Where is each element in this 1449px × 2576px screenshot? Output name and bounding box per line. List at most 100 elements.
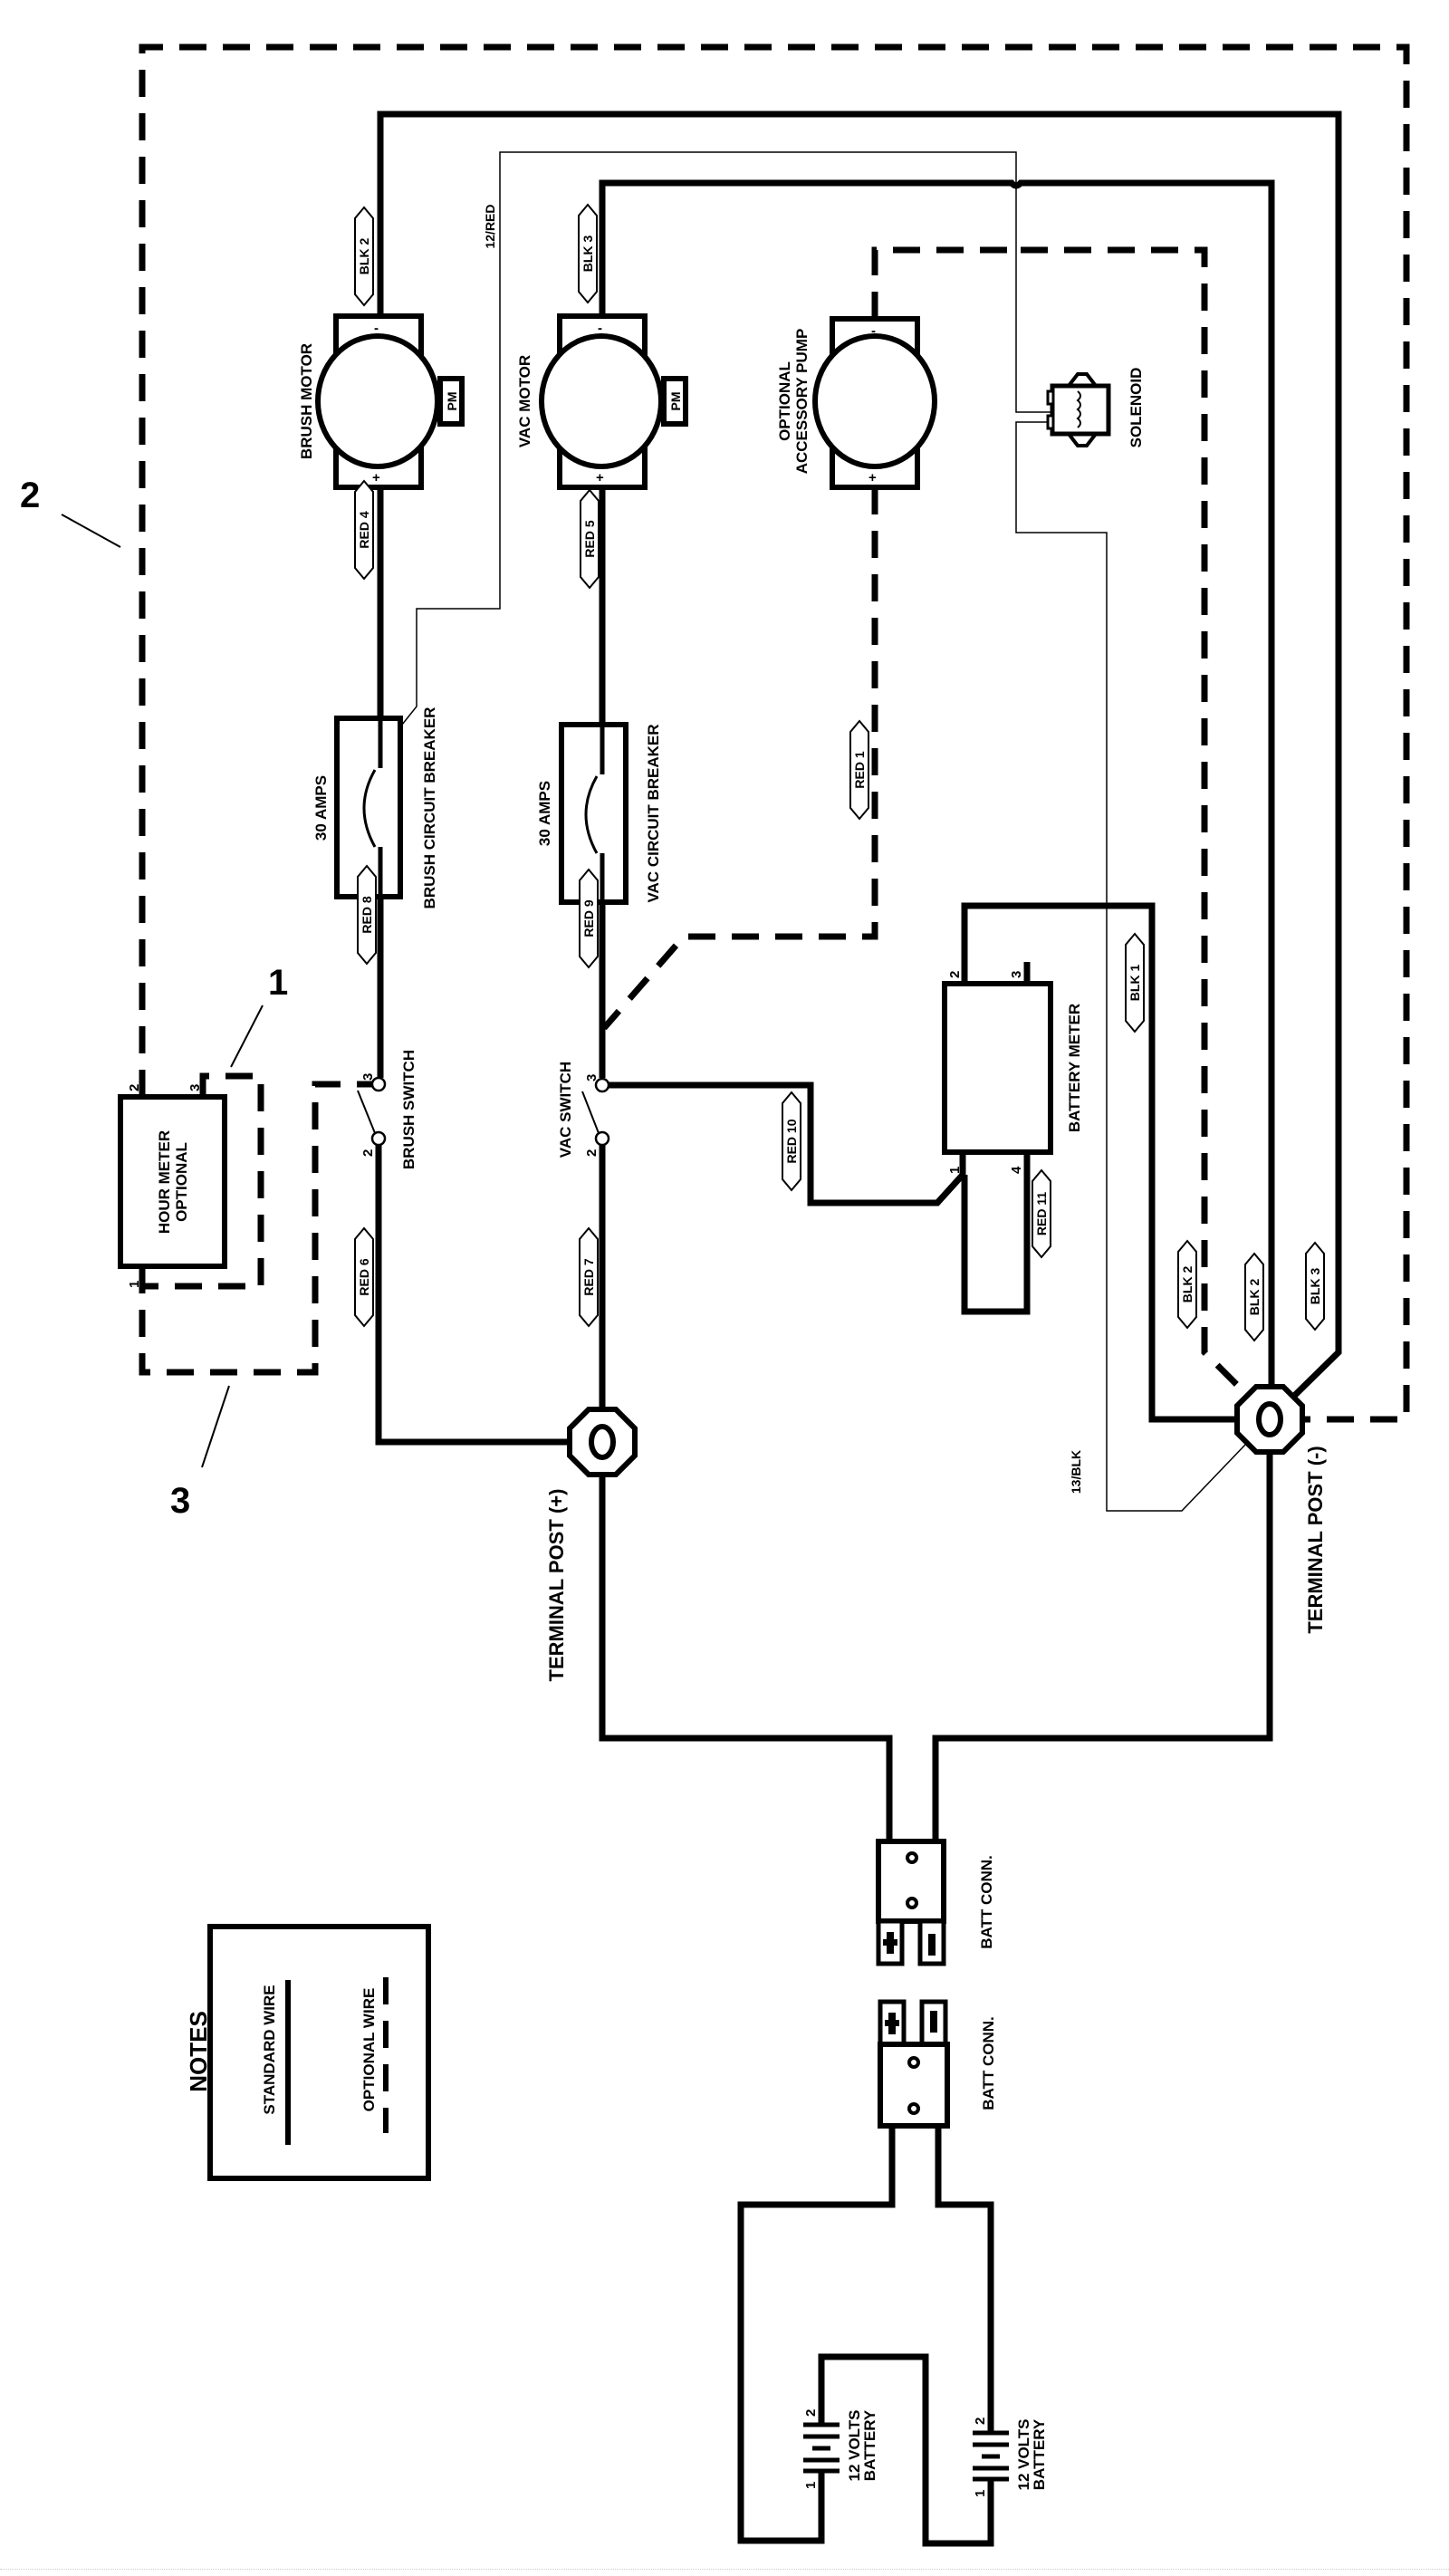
callout-leader-3 [201, 1385, 230, 1468]
battery-1: 2 1 12 VOLTS BATTERY [803, 2409, 878, 2489]
optional-accessory-pump: - + OPTIONAL ACCESSORY PUMP [776, 316, 937, 490]
svg-text:PM: PM [445, 392, 459, 411]
svg-text:BLK 3: BLK 3 [581, 235, 595, 273]
notes-legend: NOTES STANDARD WIRE OPTIONAL WIRE [185, 1924, 431, 2181]
svg-text:BATT CONN.: BATT CONN. [980, 2016, 997, 2110]
callout-1: 1 [268, 963, 288, 1003]
svg-text:BLK 2: BLK 2 [1180, 1266, 1195, 1303]
wire-optional-red1 [601, 487, 878, 1031]
wire-batt-right [935, 2126, 994, 2433]
svg-text:30 AMPS: 30 AMPS [536, 781, 553, 846]
svg-text:RED 6: RED 6 [357, 1258, 371, 1295]
svg-text:BRUSH CIRCUIT BREAKER: BRUSH CIRCUIT BREAKER [421, 707, 438, 909]
wire-tag-red9: RED 9 [579, 868, 599, 969]
wire-tags: BLK 2 BLK 3 RED 4 RED 5 RED 1 RED 8 RED 9 BLK 1… [354, 203, 1325, 1494]
vac-motor: PM - + VAC MOTOR [516, 313, 688, 490]
svg-text:OPTIONAL WIRE: OPTIONAL WIRE [360, 1988, 378, 2112]
svg-text:BLK 2: BLK 2 [357, 238, 371, 275]
svg-text:TERMINAL POST (-): TERMINAL POST (-) [1304, 1446, 1327, 1633]
svg-text:TERMINAL POST (+): TERMINAL POST (+) [545, 1489, 568, 1682]
svg-text:2: 2 [127, 1084, 142, 1091]
wire-tag-red1: RED 1 [849, 719, 869, 821]
wire-optional-hour-meter-pin3 [142, 1072, 264, 1290]
svg-text:2: 2 [973, 2417, 988, 2425]
wire-tag-blk2-std: BLK 2 [1244, 1252, 1264, 1342]
svg-text:BRUSH SWITCH: BRUSH SWITCH [400, 1050, 417, 1169]
svg-text:RED 9: RED 9 [581, 899, 596, 937]
wire-blk2-brush-neg [377, 111, 1342, 1402]
svg-text:BLK 3: BLK 3 [1308, 1268, 1322, 1305]
solenoid: SOLENOID [1046, 368, 1145, 448]
svg-text:BATT CONN.: BATT CONN. [978, 1855, 995, 1949]
wire-tag-red11: RED 11 [1032, 1168, 1051, 1259]
wire-tag-red7: RED 7 [579, 1226, 599, 1328]
brush-motor-label: BRUSH MOTOR [298, 343, 315, 459]
svg-text:3: 3 [1009, 971, 1024, 978]
wire-tag-blk2-opt: BLK 2 [1177, 1239, 1197, 1330]
wire-label-blk-13: 13/BLK [1069, 1450, 1083, 1494]
svg-text:PM: PM [668, 392, 683, 411]
callout-leader-1 [230, 1004, 264, 1068]
hour-meter: 2 3 1 HOUR METER OPTIONAL [118, 1078, 227, 1288]
svg-text:OPTIONAL: OPTIONAL [776, 361, 793, 441]
svg-text:3: 3 [187, 1084, 203, 1091]
svg-text:2: 2 [947, 971, 963, 978]
svg-text:SOLENOID: SOLENOID [1128, 368, 1145, 448]
brush-motor: PM - + BRUSH MOTOR [298, 313, 465, 490]
svg-text:-: - [598, 321, 602, 336]
wire-pos-to-conn [599, 1475, 893, 1841]
wire-tag-red5: RED 5 [580, 488, 600, 590]
callout-leader-2 [61, 514, 121, 548]
svg-text:30 AMPS: 30 AMPS [312, 775, 330, 841]
svg-text:1: 1 [127, 1281, 142, 1288]
vac-circuit-breaker: 30 AMPS VAC CIRCUIT BREAKER [536, 722, 662, 905]
page-edge [0, 2569, 1449, 2570]
svg-text:ACCESSORY PUMP: ACCESSORY PUMP [793, 329, 811, 475]
wire-red6 [375, 1145, 570, 1446]
svg-text:2: 2 [803, 2409, 819, 2417]
wire-batt-link [818, 2353, 994, 2547]
svg-text:VAC SWITCH: VAC SWITCH [557, 1062, 574, 1158]
terminal-post-negative: TERMINAL POST (-) [1234, 1384, 1327, 1634]
wire-tag-blk1: BLK 1 [1125, 932, 1145, 1033]
svg-text:RED 7: RED 7 [581, 1258, 596, 1295]
svg-text:1: 1 [947, 1167, 963, 1174]
svg-text:BATTERY: BATTERY [861, 2409, 878, 2481]
svg-text:+: + [372, 470, 380, 485]
vac-motor-label: VAC MOTOR [516, 355, 533, 447]
svg-text:2: 2 [584, 1149, 600, 1157]
callout-3: 3 [170, 1481, 190, 1521]
brush-switch: 3 2 BRUSH SWITCH [357, 1050, 417, 1169]
wire-label-red-12: 12/RED [483, 204, 497, 248]
svg-text:3: 3 [584, 1074, 600, 1081]
svg-text:1: 1 [973, 2490, 988, 2497]
svg-text:BATTERY: BATTERY [1031, 2418, 1048, 2490]
terminal-post-positive: TERMINAL POST (+) [545, 1407, 638, 1682]
svg-text:-: - [374, 321, 379, 336]
svg-text:RED 11: RED 11 [1034, 1192, 1049, 1235]
svg-text:RED 8: RED 8 [360, 896, 374, 933]
vac-switch: 3 2 VAC SWITCH [557, 1062, 610, 1158]
wire-optional-hour-meter-outer [139, 43, 1410, 1423]
wire-red10 [609, 1081, 966, 1206]
svg-text:RED 10: RED 10 [784, 1119, 799, 1163]
wire-tag-red6: RED 6 [354, 1226, 374, 1328]
svg-text:RED 1: RED 1 [852, 751, 867, 788]
wire-tag-blk3-top: BLK 3 [578, 203, 598, 304]
svg-text:+: + [596, 470, 604, 485]
svg-text:STANDARD WIRE: STANDARD WIRE [261, 1985, 278, 2114]
wire-tag-blk2-top: BLK 2 [354, 206, 374, 307]
svg-text:12 VOLTS: 12 VOLTS [1015, 2418, 1032, 2490]
battery-2: 2 1 12 VOLTS BATTERY [973, 2417, 1048, 2497]
svg-text:RED 4: RED 4 [357, 511, 371, 548]
wire-12-red [379, 151, 1052, 753]
wire-tag-red8: RED 8 [357, 864, 377, 966]
svg-text:2: 2 [360, 1149, 376, 1157]
notes-title: NOTES [185, 2011, 212, 2092]
svg-text:OPTIONAL: OPTIONAL [173, 1142, 190, 1222]
svg-text:BLK 1: BLK 1 [1128, 965, 1142, 1002]
svg-text:12 VOLTS: 12 VOLTS [846, 2409, 863, 2481]
batt-conn-top: BATT CONN. [876, 1839, 995, 1966]
wire-13-blk [1106, 909, 1246, 1512]
